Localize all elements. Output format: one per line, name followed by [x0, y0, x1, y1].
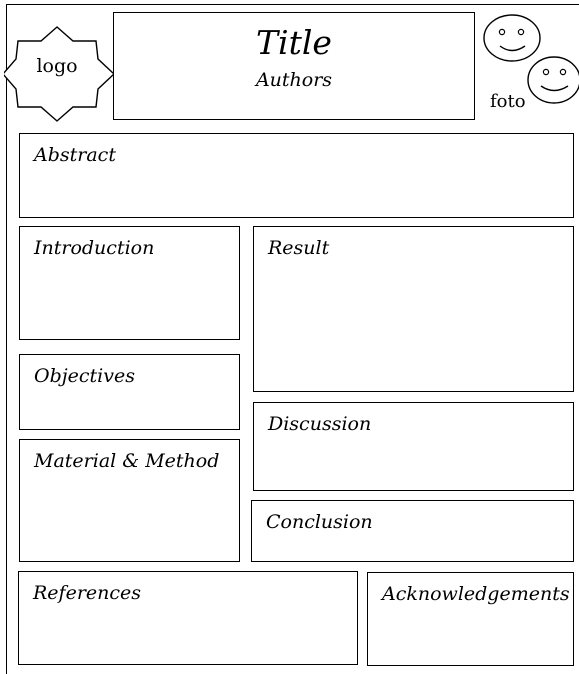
section-label: Material & Method	[34, 450, 220, 472]
section-material-method: Material & Method	[19, 439, 240, 562]
page-left-border	[6, 4, 7, 674]
section-label: Discussion	[268, 413, 372, 435]
section-abstract: Abstract	[19, 133, 574, 218]
section-label: Abstract	[34, 144, 116, 166]
section-label: Introduction	[34, 237, 155, 259]
smiley-face-icon	[527, 56, 579, 104]
section-label: Acknowledgements	[382, 583, 570, 605]
poster-title: Title	[256, 23, 332, 62]
poster-authors: Authors	[255, 69, 333, 91]
section-label: Conclusion	[266, 511, 373, 533]
section-label: Objectives	[34, 365, 135, 387]
section-objectives: Objectives	[19, 354, 240, 430]
logo-star-icon	[4, 26, 116, 122]
section-label: References	[33, 582, 142, 604]
section-conclusion: Conclusion	[251, 500, 574, 562]
logo-block: logo	[4, 26, 116, 122]
section-result: Result	[253, 226, 574, 392]
logo-label: logo	[36, 55, 78, 77]
title-block: Title Authors	[113, 12, 475, 120]
section-discussion: Discussion	[253, 402, 574, 491]
photo-label: foto	[490, 91, 526, 112]
page-top-border	[6, 4, 579, 5]
section-label: Result	[268, 237, 330, 259]
section-introduction: Introduction	[19, 226, 240, 340]
section-references: References	[18, 571, 358, 665]
smiley-face-icon	[483, 14, 541, 62]
section-acknowledgements: Acknowledgements	[367, 572, 574, 666]
